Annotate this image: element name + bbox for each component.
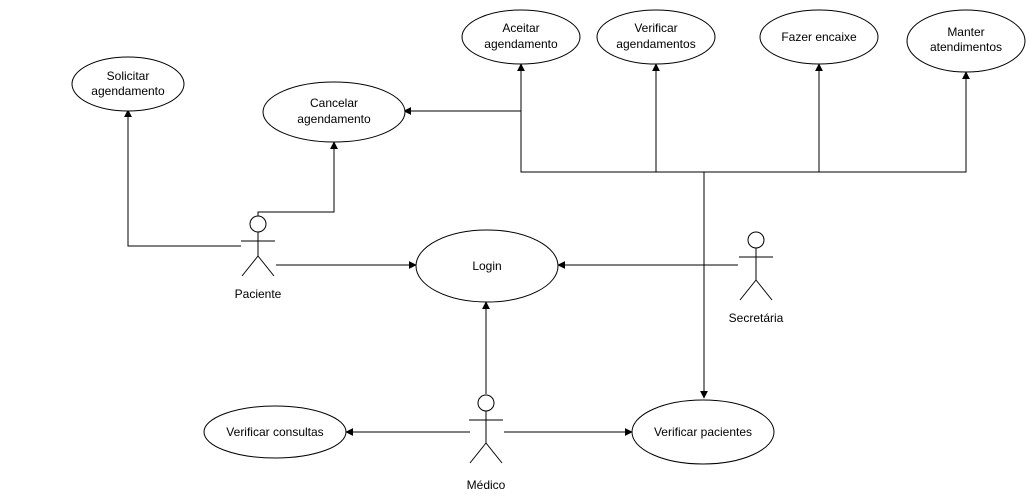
- actor-medico[interactable]: Médico: [467, 394, 506, 492]
- use-case-manter-line1: Manter: [947, 25, 984, 39]
- use-case-encaixe-line1: Fazer encaixe: [781, 30, 857, 44]
- use-case-verificar-agendamentos[interactable]: Verificar agendamentos: [596, 9, 716, 65]
- use-case-login-label: Login: [472, 259, 501, 273]
- use-case-aceitar-line1: Aceitar: [502, 21, 539, 35]
- stick-figure-icon: [469, 394, 503, 464]
- edges: [124, 63, 970, 436]
- actor-paciente-label: Paciente: [235, 287, 282, 301]
- use-case-verificar-consultas[interactable]: Verificar consultas: [203, 405, 347, 459]
- edge-paciente-cancelar: [257, 141, 338, 216]
- edge-trunk-encaixe: [704, 63, 823, 173]
- edge-trunk-aceitar: [517, 63, 704, 173]
- use-case-aceitar-line2: agendamento: [484, 37, 558, 51]
- edge-trunk-manter: [819, 71, 970, 173]
- use-case-solicitar-line2: agendamento: [91, 84, 165, 98]
- actor-secretaria-label: Secretária: [729, 311, 784, 325]
- use-case-cancelar-line1: Cancelar: [310, 96, 358, 110]
- use-case-encaixe[interactable]: Fazer encaixe: [759, 9, 879, 65]
- use-case-solicitar[interactable]: Solicitar agendamento: [71, 56, 185, 112]
- actor-paciente[interactable]: Paciente: [235, 215, 282, 301]
- use-case-manter[interactable]: Manter atendimentos: [906, 9, 1026, 73]
- actor-secretaria[interactable]: Secretária: [729, 231, 784, 325]
- stick-figure-icon: [739, 231, 773, 301]
- use-case-cancelar[interactable]: Cancelar agendamento: [262, 81, 406, 143]
- use-case-cancelar-line2: agendamento: [297, 112, 371, 126]
- use-case-verificar-pacientes-label: Verificar pacientes: [654, 425, 752, 439]
- use-case-verificar-ag-line1: Verificar: [634, 21, 677, 35]
- stick-figure-icon: [241, 215, 275, 277]
- use-case-verificar-pacientes[interactable]: Verificar pacientes: [631, 399, 775, 465]
- use-case-login[interactable]: Login: [415, 229, 559, 303]
- actor-medico-label: Médico: [467, 478, 506, 492]
- use-case-solicitar-line1: Solicitar: [107, 69, 150, 83]
- use-case-manter-line2: atendimentos: [930, 40, 1002, 54]
- use-case-verificar-ag-line2: agendamentos: [616, 37, 695, 51]
- use-case-verificar-consultas-label: Verificar consultas: [226, 425, 323, 439]
- use-case-aceitar[interactable]: Aceitar agendamento: [461, 9, 581, 65]
- edge-paciente-solicitar: [124, 109, 241, 247]
